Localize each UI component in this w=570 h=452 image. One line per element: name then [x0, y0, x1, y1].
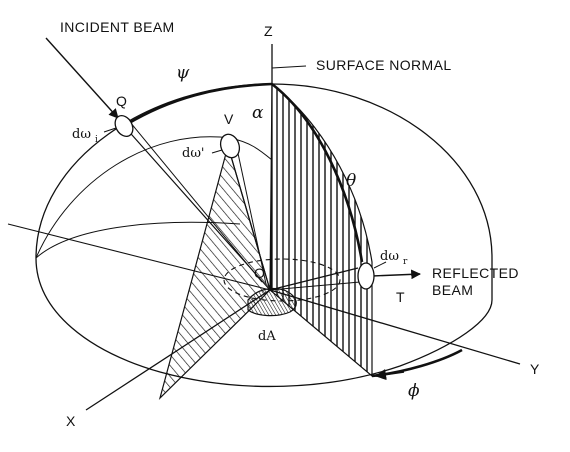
q-point-label: Q	[116, 93, 127, 109]
d-omega-r-subscript: r	[403, 257, 408, 267]
d-omega-r-ellipse	[357, 262, 375, 290]
d-area-patch	[247, 287, 297, 317]
theta-label: θ	[346, 171, 356, 191]
psi-label: ψ	[176, 63, 190, 83]
reflected-beam-line	[269, 267, 359, 291]
d-area-label: dA	[258, 329, 276, 344]
d-omega-i-leader	[103, 127, 117, 133]
hemisphere-base-ellipse-front	[35, 257, 493, 388]
y-axis-label: Y	[530, 361, 540, 377]
d-omega-r-label: dω	[380, 249, 399, 264]
v-line-1	[227, 145, 271, 291]
incident-meridian-arc	[35, 136, 273, 259]
surface-normal-leader	[271, 65, 307, 69]
d-omega-prime-label: dω'	[182, 146, 205, 161]
d-omega-i-label: dω	[72, 127, 91, 142]
d-omega-i-ellipse	[114, 115, 134, 137]
reflected-beam-arrow	[371, 269, 421, 280]
incident-beam-arrow	[45, 37, 119, 119]
phi-arrow	[374, 369, 405, 381]
v-point-label: V	[224, 111, 234, 127]
incident-beam-label: INCIDENT BEAM	[60, 19, 175, 35]
incident-beam-edge	[129, 121, 263, 283]
phi-label: ϕ	[408, 381, 420, 401]
phi-thick-arc	[371, 348, 463, 378]
d-omega-i-subscript: i	[95, 135, 98, 145]
theta-thick-arc	[271, 82, 364, 263]
alpha-label: α	[252, 103, 264, 123]
x-axis-line	[85, 289, 271, 411]
t-point-label: T	[396, 289, 405, 305]
surface-normal-label: SURFACE NORMAL	[316, 57, 452, 73]
negative-y-axis-line	[7, 223, 271, 291]
origin-label: O	[254, 265, 265, 281]
psi-thick-arc	[123, 82, 273, 128]
x-axis-label: X	[66, 413, 76, 429]
d-omega-prime-ellipse	[219, 133, 241, 159]
reflected-beam-label-line2: BEAM	[432, 282, 473, 298]
reflected-beam-line-2	[269, 281, 361, 291]
reflected-beam-label-line1: REFLECTED	[432, 265, 519, 281]
z-axis-label: Z	[264, 23, 273, 39]
y-axis-line	[269, 289, 521, 365]
d-omega-prime-leader	[211, 149, 223, 154]
d-omega-r-leader	[373, 261, 387, 269]
